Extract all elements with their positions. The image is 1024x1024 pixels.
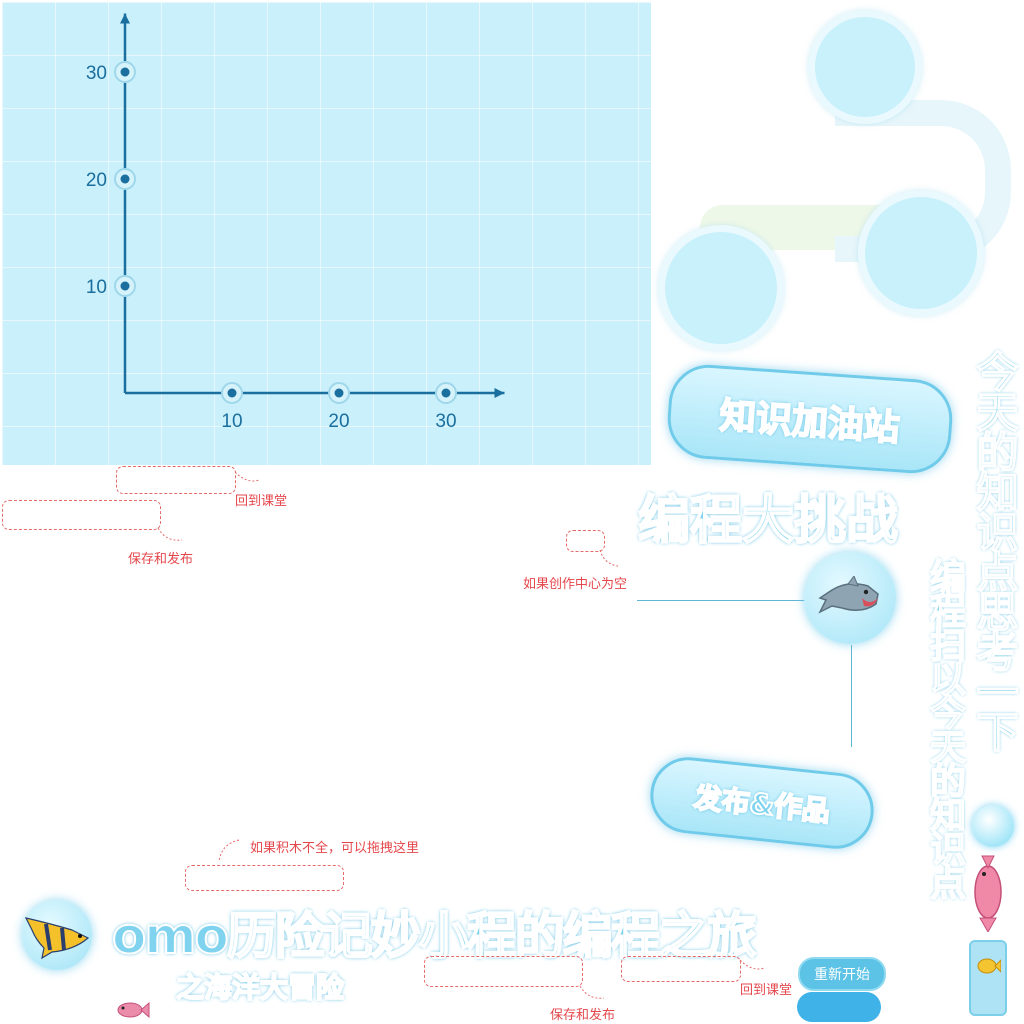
save-publish-hint-1: 保存和发布 [128,551,194,566]
knowledge-station-label: 知识加油站 [718,395,902,450]
y-tick-label: 20 [86,170,107,191]
shark-icon [818,576,879,614]
hint-arrow-6 [739,959,765,970]
knowledge-station-banner[interactable]: 知识加油站 [665,362,955,476]
ocean-adventure-subtitle: 之海洋大冒险 [175,970,345,1005]
small-fish-icon [977,958,1001,974]
shark-button[interactable] [804,552,896,644]
back-to-class-hotspot-2 [621,956,741,982]
x-tick-label: 20 [328,411,349,432]
save-publish-hint-2: 保存和发布 [550,1007,616,1022]
circle-deco-right [858,190,984,316]
hint-arrow-4 [218,839,240,863]
pink-fish-icon [974,855,1002,932]
x-axis-arrow [494,388,505,398]
creation-empty-hotspot [566,530,605,552]
angelfish-icon [24,917,90,960]
x-tick-label: 30 [435,411,456,432]
apply-knowledge-vertical: 编程扫以今天的知识点 [923,557,966,899]
angelfish-badge [22,900,92,970]
x-point [227,388,237,398]
hint-arrow-3 [599,549,619,567]
hint-arrow-1 [234,471,260,482]
circle-deco-top [808,10,922,124]
y-point [120,174,130,184]
grid-canvas [2,2,651,465]
y-point [120,281,130,291]
x-point [334,388,344,398]
publish-works-label: 发布&作品 [691,780,832,829]
circle-deco-left [658,225,784,351]
small-pink-fish-icon [117,1001,150,1019]
y-axis-arrow [120,13,130,24]
save-publish-hotspot-2 [424,956,583,987]
blocks-drag-hotspot [185,865,344,891]
bubble-orb [972,805,1014,847]
back-to-class-hint-2: 回到课堂 [740,982,793,997]
hint-arrow-2 [157,527,183,541]
connector-line-h [637,600,807,601]
y-point [120,67,130,77]
think-today-vertical: 今天的知识点思考一下 [969,349,1020,751]
back-to-class-hint-1: 回到课堂 [235,493,288,508]
creation-empty-hint: 如果创作中心为空 [523,576,628,591]
blocks-incomplete-hint: 如果积木不全，可以拖拽这里 [250,840,420,855]
coding-challenge-title: 编程大挑战 [637,490,899,552]
x-point [441,388,451,398]
publish-works-banner[interactable]: 发布&作品 [646,753,878,853]
hint-arrow-5 [579,985,605,999]
coordinate-chart: 10 20 30 10 20 30 [86,13,505,432]
back-to-class-hotspot-1 [116,466,236,494]
y-tick-label: 30 [86,63,107,84]
y-tick-label: 10 [86,277,107,298]
sidebar-panel[interactable] [969,940,1007,1016]
x-tick-label: 10 [221,411,242,432]
blank-button[interactable] [797,992,881,1022]
connector-line-v [851,645,852,747]
restart-button[interactable]: 重新开始 [798,957,886,991]
save-publish-hotspot-1 [2,500,161,530]
